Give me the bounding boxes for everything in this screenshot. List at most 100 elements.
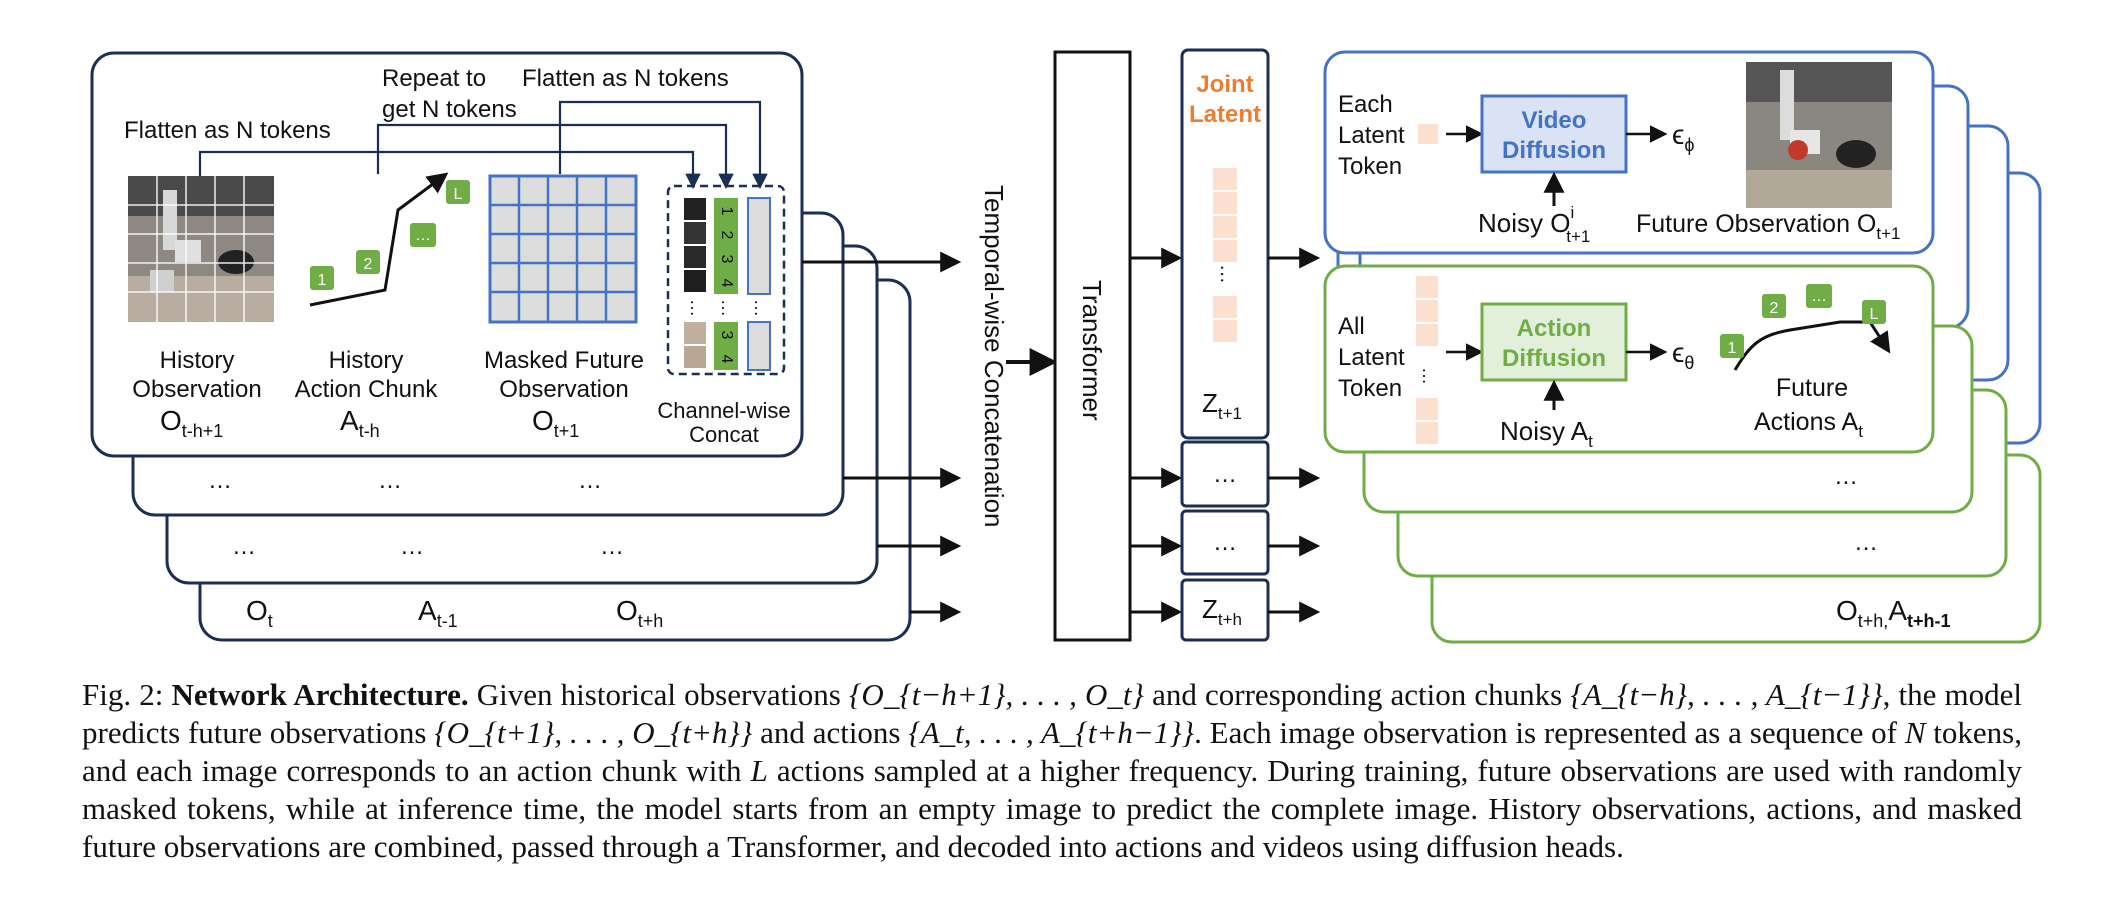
history-act-symbol: At-h	[340, 405, 380, 441]
concat-line1: Channel-wise	[657, 398, 790, 423]
future-actions-curve: 1 2 … L	[1720, 284, 1891, 371]
masked-line1: Masked Future	[484, 347, 644, 374]
video-box-line1: Video	[1522, 107, 1587, 134]
left-stack-rows: … … … … … … Ot At-1 Ot+h	[208, 467, 663, 631]
left-panel-labels: Flatten as N tokens Repeat to get N toke…	[124, 65, 791, 447]
token-number-3: 3	[718, 255, 735, 264]
history-observation-image	[128, 176, 274, 322]
token-number-3b: 3	[718, 331, 735, 340]
transformer-label: Transformer	[1077, 280, 1107, 421]
action-diffusion-panel: All Latent Token … Action Diffusion ϵθ N…	[1323, 264, 1935, 454]
caption-text-1: Given historical observations	[468, 677, 850, 712]
each-line2: Latent	[1338, 122, 1405, 149]
history-act-line1: History	[329, 347, 404, 374]
chunk-badge-dots	[410, 223, 436, 247]
action-epsilon: ϵθ	[1672, 337, 1694, 373]
action-badge-2: 2	[1770, 300, 1779, 317]
caption-text-2: and corresponding action chunks	[1143, 677, 1571, 712]
action-latent-dots: …	[1419, 367, 1439, 385]
concat-ellipsis-1: …	[687, 299, 707, 317]
caption-text-6: tokens, and each image corresponds to an…	[82, 715, 2022, 788]
channel-concat-box: 1 2 3 4 3 4 … … …	[666, 184, 786, 376]
action-badge-L: L	[1870, 306, 1879, 323]
chunk-badge-1	[310, 266, 334, 290]
video-epsilon: ϵϕ	[1672, 119, 1694, 155]
z-t+1-label: Zt+1	[1202, 388, 1242, 423]
token-number-2: 2	[718, 231, 735, 240]
all-line3: Token	[1338, 375, 1402, 402]
all-line1: All	[1338, 313, 1365, 340]
caption-math-1: {O_{t−h+1}, . . . , O_t}	[849, 677, 1144, 712]
concat-ellipsis-2: …	[718, 299, 738, 317]
chunk-badge-1-label: 1	[318, 272, 327, 289]
latent-slot-2-dots: …	[1213, 461, 1237, 488]
chunk-badge-L	[446, 180, 470, 204]
action-box-line1: Action	[1517, 315, 1592, 342]
latent-slot-4	[1180, 578, 1270, 642]
caption-math-3: {O_{t+1}, . . . , O_{t+h}}	[434, 715, 753, 750]
action-badge-1: 1	[1728, 340, 1737, 357]
caption-text-3: , the model predicts future observations	[82, 677, 2023, 750]
each-line3: Token	[1338, 153, 1402, 180]
last-row-f: Ot+h	[616, 595, 663, 631]
caption-title: Network Architecture.	[171, 677, 469, 712]
figure-caption: Fig. 2: Network Architecture. Given hist…	[82, 676, 2022, 866]
flatten-label-2: Flatten as N tokens	[522, 65, 729, 92]
caption-text-7: actions sampled at a higher frequency. D…	[82, 753, 2023, 864]
history-obs-symbol: Ot-h+1	[160, 405, 223, 441]
concat-ellipsis-3: …	[751, 299, 771, 317]
transformer-output-arrows	[1130, 247, 1183, 623]
caption-math-4: {A_t, . . . , A_{t+h−1}}	[908, 715, 1195, 750]
latent-slot-3	[1180, 509, 1270, 576]
stack-row3-a: …	[232, 533, 256, 560]
stack-row2-a: …	[208, 467, 232, 494]
future-actions-line1: Future	[1776, 374, 1848, 402]
chunk-badge-L-label: L	[454, 186, 463, 203]
token-number-4: 4	[718, 279, 735, 288]
latent-slot-2	[1180, 440, 1270, 508]
history-action-chunk: 1 2 … L	[309, 172, 470, 307]
token-number-4b: 4	[718, 355, 735, 364]
z-t+h-label: Zt+h	[1202, 594, 1242, 629]
temporal-concat-label: Temporal-wise Concatenation	[979, 185, 1009, 528]
right-stack-row2: …	[1834, 463, 1858, 490]
video-diffusion-panel: Each Latent Token Video Diffusion ϵϕ Noi…	[1323, 50, 1935, 255]
last-row-a: At-1	[418, 595, 458, 631]
token-number-1: 1	[718, 207, 735, 216]
action-noisy-label: Noisy At	[1500, 416, 1593, 451]
history-panel-main	[90, 51, 804, 458]
each-line1: Each	[1338, 91, 1393, 118]
transformer-block	[1053, 50, 1132, 642]
joint-latent-line2: Latent	[1189, 101, 1261, 128]
action-badge-dots: …	[1811, 288, 1827, 305]
caption-math-2: {A_{t−h}, . . . , A_{t−1}}	[1570, 677, 1883, 712]
history-obs-line2: Observation	[132, 376, 261, 403]
caption-math-6: L	[750, 753, 768, 788]
latent-dots: …	[1216, 264, 1238, 284]
video-box-line2: Diffusion	[1502, 137, 1606, 164]
stack-row2-c: …	[578, 467, 602, 494]
action-diffusion-box	[1480, 302, 1628, 382]
repeat-label-line2: get N tokens	[382, 96, 517, 123]
masked-line2: Observation	[499, 376, 628, 403]
video-diffusion-box	[1480, 94, 1628, 174]
chunk-badge-dots-label: …	[415, 227, 431, 244]
latent-output-arrows	[1268, 247, 1321, 623]
history-obs-line1: History	[160, 347, 235, 374]
latent-slot-3-dots: …	[1213, 529, 1237, 556]
masked-future-grid	[488, 174, 638, 324]
stack-output-arrows	[802, 251, 962, 623]
joint-latent-line1: Joint	[1196, 71, 1253, 98]
action-box-line2: Diffusion	[1502, 345, 1606, 372]
joint-latent-column: Joint Latent … Zt+1 … … Zt+h	[1180, 48, 1270, 642]
masked-symbol: Ot+1	[532, 405, 579, 441]
caption-fig: Fig. 2:	[82, 677, 172, 712]
stack-row2-b: …	[378, 467, 402, 494]
concat-line2: Concat	[689, 422, 759, 447]
last-row-o: Ot	[246, 595, 273, 631]
flatten-label-1: Flatten as N tokens	[124, 117, 331, 144]
all-line2: Latent	[1338, 344, 1405, 371]
chunk-badge-2-label: 2	[364, 256, 373, 273]
left-routing-arrows	[198, 100, 768, 190]
